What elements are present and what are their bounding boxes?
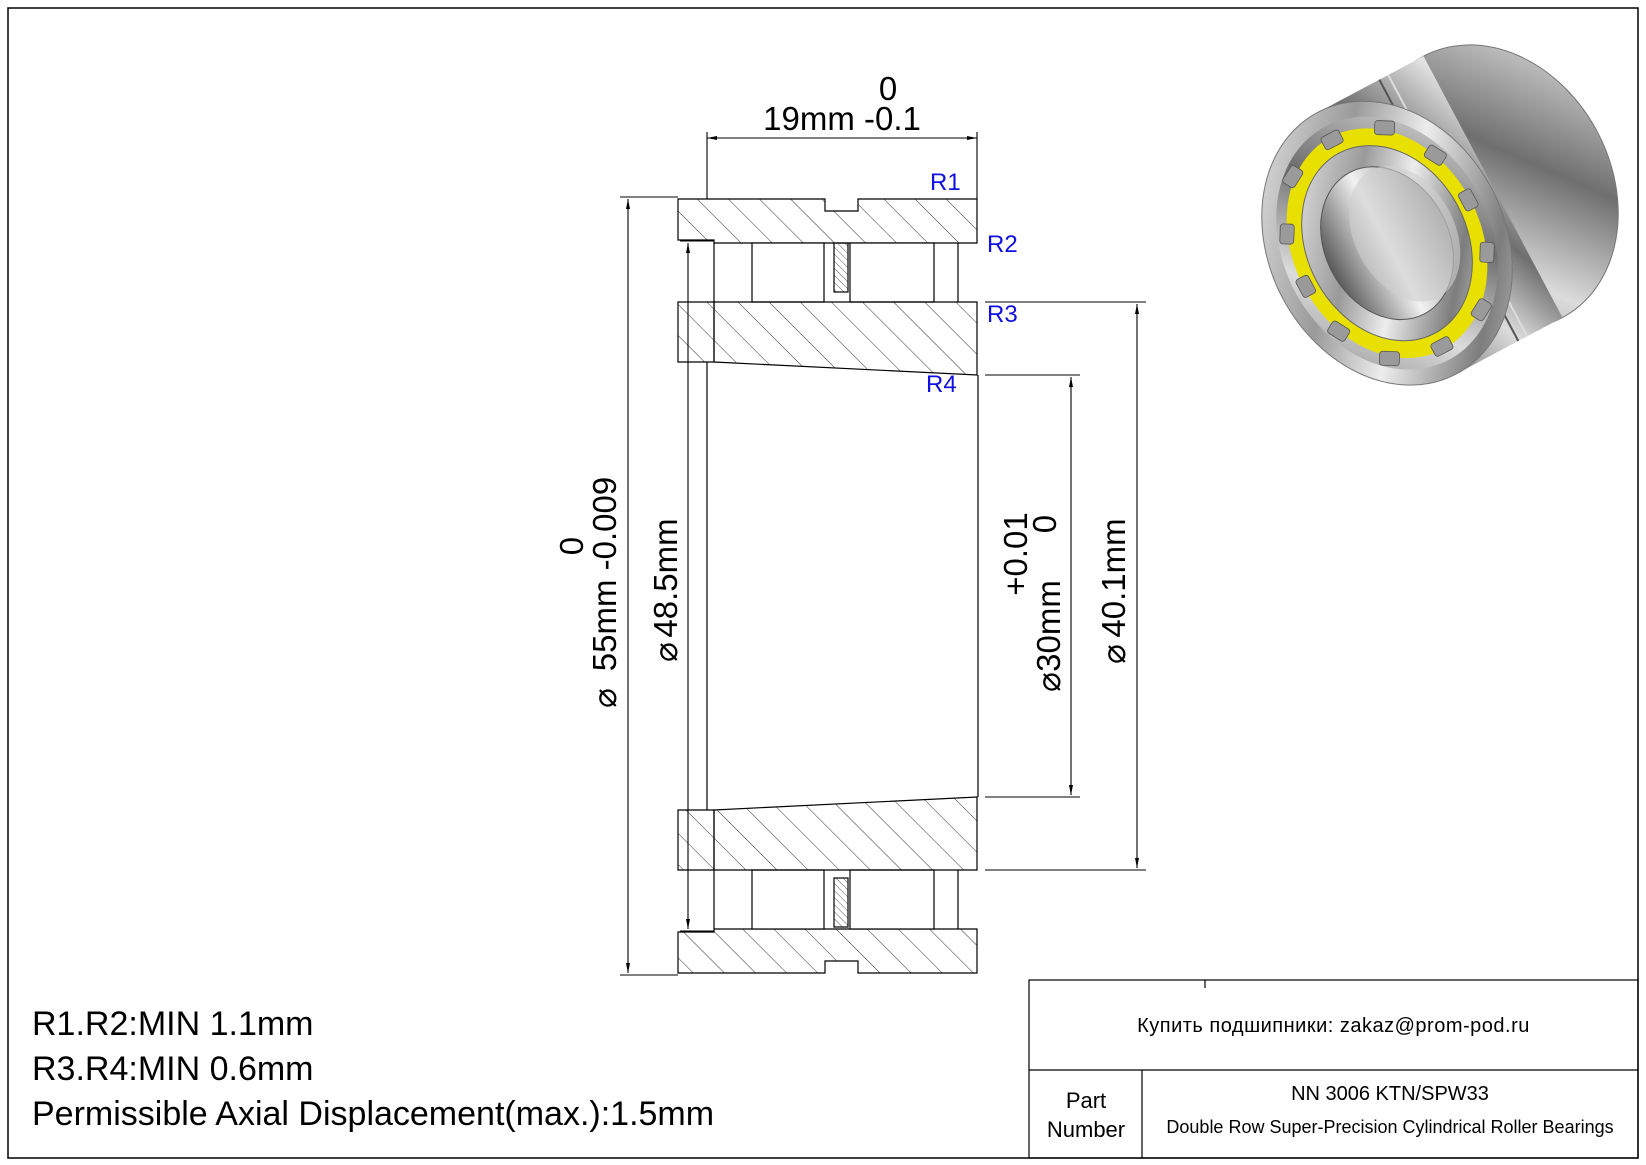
width-upper-tol: 0 xyxy=(879,70,897,107)
dimension-lines xyxy=(620,132,1146,976)
roller-bottom-right xyxy=(849,869,935,930)
contact-text: Купить подшипники: zakaz@prom-pod.ru xyxy=(1137,1015,1530,1037)
bore-diameter-symbol: ⌀ xyxy=(1030,672,1067,692)
od-dimension: 55mm -0.009 xyxy=(586,477,623,671)
od-diameter-symbol: ⌀ xyxy=(586,688,623,708)
bore-lower-tol: 0 xyxy=(1026,515,1063,533)
title-block-frame xyxy=(1028,979,1639,1159)
note-r3-r4: R3.R4:MIN 0.6mm xyxy=(32,1050,314,1088)
bore-dimension: 30mm xyxy=(1030,580,1067,672)
bearing-3d-illustration xyxy=(1261,44,1619,386)
roller-top-right xyxy=(849,242,935,303)
sheet-border xyxy=(7,7,1639,1159)
od-upper-tol: 0 xyxy=(553,537,590,555)
roller-top-left xyxy=(751,242,825,303)
part-description: Double Row Super-Precision Cylindrical R… xyxy=(1166,1117,1614,1137)
note-axial-displacement: Permissible Axial Displacement(max.):1.5… xyxy=(32,1095,715,1133)
outer-race-dimension: 48.5mm xyxy=(647,518,684,637)
radius-label-r2: R2 xyxy=(987,231,1018,258)
outer-race-diameter-symbol: ⌀ xyxy=(647,642,684,662)
cage-top xyxy=(833,242,849,293)
bearing-cross-section xyxy=(677,198,979,974)
part-label-line2: Number xyxy=(1046,1117,1126,1142)
radius-label-r1: R1 xyxy=(930,169,961,196)
part-label-line1: Part xyxy=(1065,1088,1107,1113)
outer-ring-bottom xyxy=(677,928,978,974)
inner-ring-top xyxy=(713,301,978,376)
note-r1-r2: R1.R2:MIN 1.1mm xyxy=(32,1005,314,1043)
cage-bottom xyxy=(833,877,849,928)
bore-upper-tol: +0.01 xyxy=(997,512,1034,596)
radius-label-r3: R3 xyxy=(987,301,1018,328)
radius-label-r4: R4 xyxy=(926,371,957,398)
width-dimension: 19mm -0.1 xyxy=(763,100,921,137)
inner-race-diameter-symbol: ⌀ xyxy=(1095,644,1132,664)
inner-race-dimension: 40.1mm xyxy=(1095,518,1132,637)
outer-ring-top xyxy=(677,198,978,244)
roller-bottom-left xyxy=(751,869,825,930)
inner-ring-bottom xyxy=(713,796,978,871)
part-number: NN 3006 KTN/SPW33 xyxy=(1291,1083,1489,1105)
